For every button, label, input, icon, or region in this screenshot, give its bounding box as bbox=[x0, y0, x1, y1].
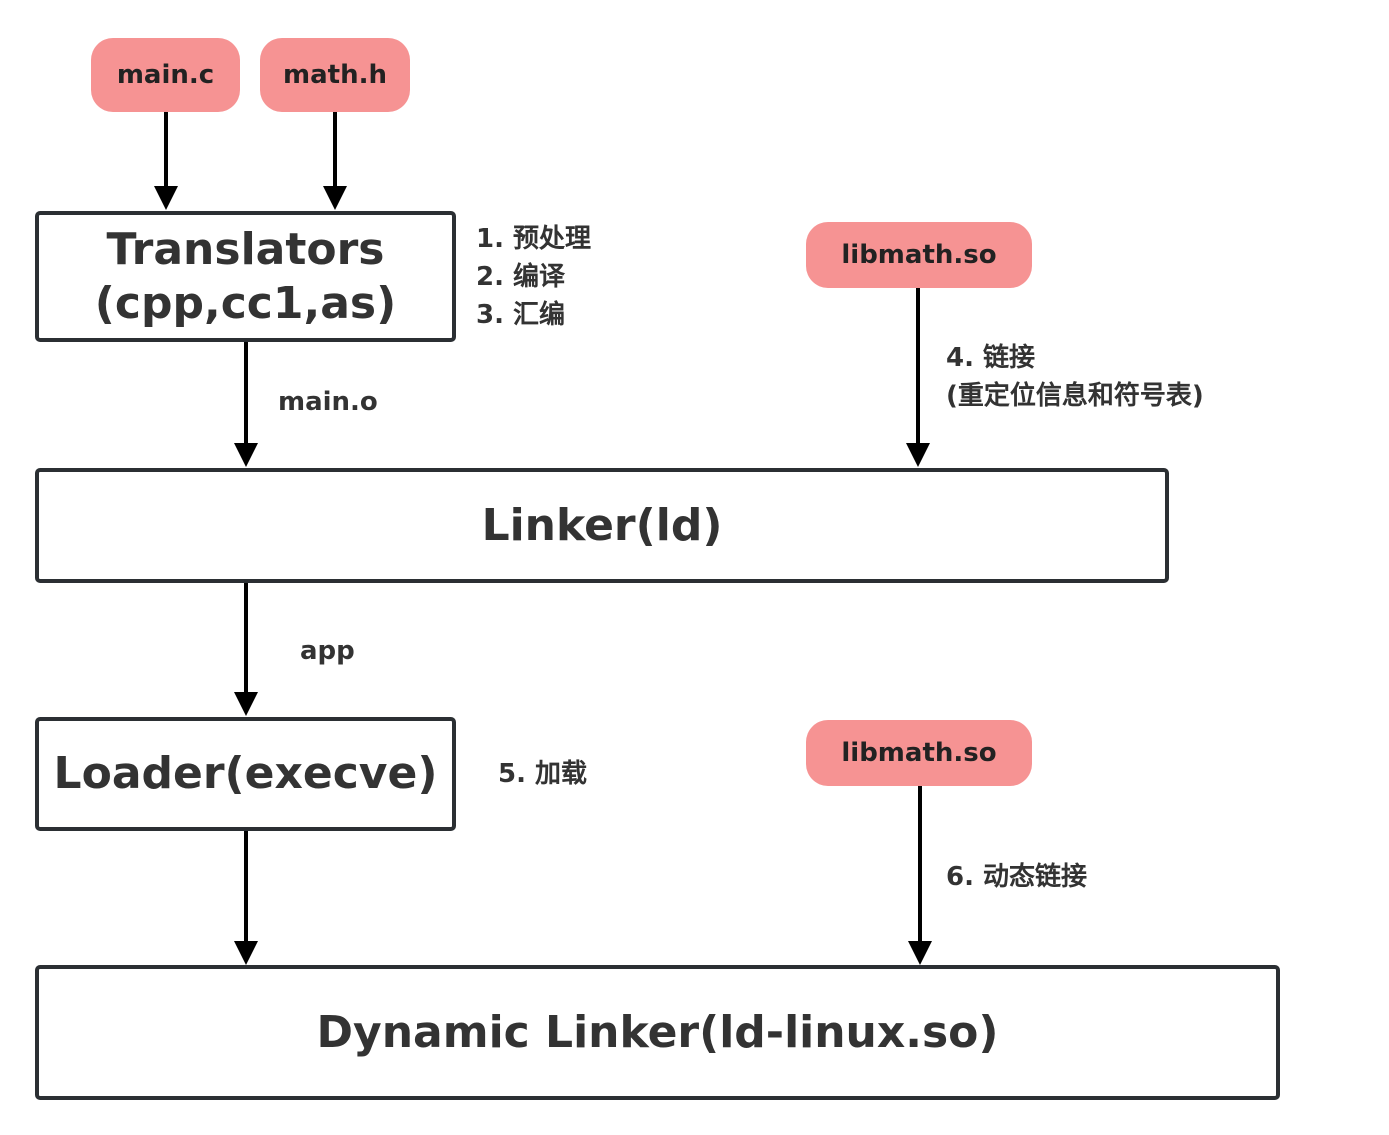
step-3-label: 3. 汇编 bbox=[476, 300, 566, 330]
step-6-label: 6. 动态链接 bbox=[946, 862, 1088, 892]
math-h-pill: math.h bbox=[260, 38, 410, 112]
libmath-top-pill: libmath.so bbox=[806, 222, 1032, 288]
step-2-label: 2. 编译 bbox=[476, 262, 566, 292]
app-label: app bbox=[300, 636, 355, 666]
translators-box: Translators (cpp,cc1,as) bbox=[35, 211, 456, 342]
step-4-note: 4. 链接 (重定位信息和符号表) bbox=[946, 339, 1204, 415]
step-1-label: 1. 预处理 bbox=[476, 224, 592, 254]
dynamic-linker-label: Dynamic Linker(ld-linux.so) bbox=[316, 1006, 999, 1058]
translators-subtitle: (cpp,cc1,as) bbox=[94, 277, 397, 329]
step-4-detail: (重定位信息和符号表) bbox=[946, 381, 1204, 411]
dynamic-linker-box: Dynamic Linker(ld-linux.so) bbox=[35, 965, 1280, 1100]
loader-box: Loader(execve) bbox=[35, 717, 456, 831]
linker-label: Linker(ld) bbox=[481, 499, 723, 551]
step-5-label: 5. 加载 bbox=[498, 759, 588, 789]
translators-title: Translators bbox=[106, 223, 385, 275]
steps-1-3-note: 1. 预处理 2. 编译 3. 汇编 bbox=[476, 220, 591, 334]
step-4-label: 4. 链接 bbox=[946, 343, 1036, 373]
linker-box: Linker(ld) bbox=[35, 468, 1169, 583]
libmath-bottom-pill: libmath.so bbox=[806, 720, 1032, 786]
main-o-label: main.o bbox=[278, 387, 378, 417]
loader-label: Loader(execve) bbox=[53, 748, 438, 800]
main-c-pill: main.c bbox=[91, 38, 240, 112]
